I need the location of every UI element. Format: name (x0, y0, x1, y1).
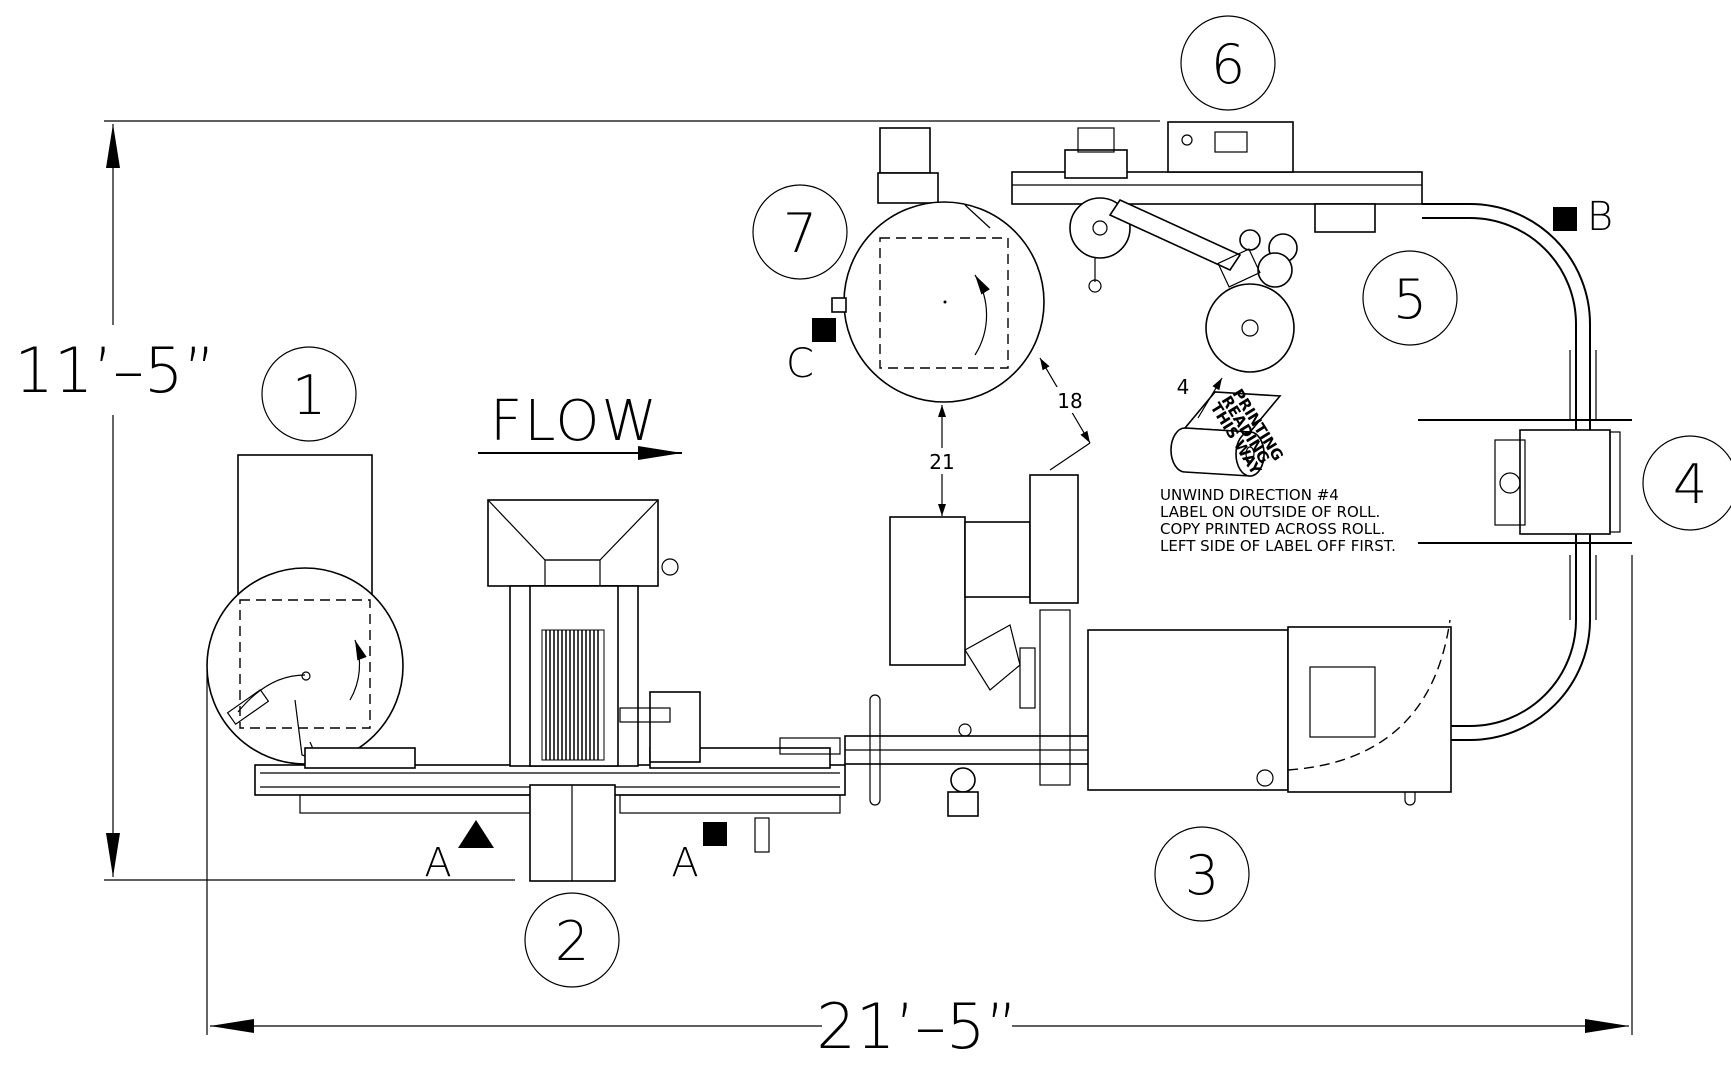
station-balloon-2: 2 (524, 892, 620, 988)
clearance-18: 18 (1039, 357, 1091, 471)
section-marker-a-square: A (671, 822, 727, 886)
width-dimension: 21’–5” (206, 555, 1633, 1064)
svg-text:B: B (1587, 194, 1613, 240)
svg-text:7: 7 (783, 202, 817, 265)
station-2-tower (487, 499, 770, 882)
svg-text:5: 5 (1393, 268, 1427, 331)
station-balloon-3: 3 (1154, 826, 1250, 922)
infeed-conveyor (254, 737, 846, 814)
svg-text:1: 1 (292, 364, 326, 427)
svg-text:6: 6 (1211, 33, 1245, 96)
height-dimension: 11’–5” (14, 120, 1160, 881)
flow-indicator: FLOW (478, 389, 682, 460)
section-marker-c-square: C (786, 318, 836, 387)
svg-text:2: 2 (555, 910, 589, 973)
roll-number: 4 (1177, 375, 1190, 399)
clearance-21: 21 (926, 405, 958, 516)
station-6-labeler (1011, 121, 1423, 373)
tower-slats (541, 629, 605, 761)
height-dimension-label: 11’–5” (14, 334, 215, 407)
section-marker-a-triangle: A (424, 820, 494, 886)
unwind-note: UNWIND DIRECTION #4 LABEL ON OUTSIDE OF … (1160, 486, 1396, 555)
station-balloon-1: 1 (261, 346, 357, 442)
label-roll-diagram: PRINTING READING THIS WAY 4 (1170, 375, 1287, 479)
note-line-2: LABEL ON OUTSIDE OF ROLL. (1160, 503, 1380, 521)
section-marker-b-square: B (1553, 194, 1613, 240)
station-3-machine (889, 474, 1452, 793)
station-balloon-5: 5 (1362, 250, 1458, 346)
flow-label: FLOW (490, 389, 659, 454)
note-line-1: UNWIND DIRECTION #4 (1160, 486, 1339, 504)
svg-text:A: A (424, 840, 451, 886)
station-1-unscrambler (206, 454, 404, 765)
svg-text:C: C (786, 341, 814, 387)
station-4-unit (1418, 419, 1632, 544)
width-dimension-label: 21’–5” (816, 990, 1017, 1063)
svg-text:A: A (671, 840, 698, 886)
clearance-21-label: 21 (929, 450, 954, 474)
station-7-turntable (831, 127, 1045, 403)
note-line-4: LEFT SIDE OF LABEL OFF FIRST. (1160, 537, 1396, 555)
station-balloon-7: 7 (752, 184, 848, 280)
station-balloon-6: 6 (1180, 15, 1276, 111)
svg-text:3: 3 (1185, 844, 1219, 907)
svg-text:4: 4 (1673, 453, 1707, 516)
clearance-18-label: 18 (1057, 389, 1082, 413)
station-balloon-4: 4 (1642, 435, 1731, 531)
note-line-3: COPY PRINTED ACROSS ROLL. (1160, 520, 1385, 538)
